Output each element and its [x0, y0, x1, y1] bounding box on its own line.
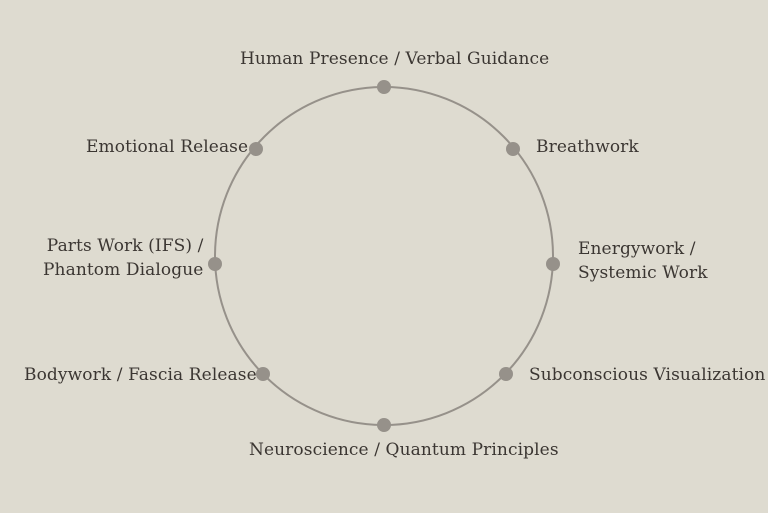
- node-label-breathwork: Breathwork: [536, 135, 639, 159]
- node-label-line: Breathwork: [536, 137, 639, 157]
- node-dot-human-presence: [377, 80, 391, 94]
- node-label-line: Parts Work (IFS) /: [46, 236, 204, 256]
- node-label-line: Human Presence / Verbal Guidance: [240, 49, 550, 69]
- node-dot-parts-work: [208, 257, 222, 271]
- node-label-line: Energywork /: [578, 239, 696, 259]
- node-dot-neuroscience: [377, 418, 391, 432]
- node-dot-breathwork: [506, 142, 520, 156]
- node-label-line: Bodywork / Fascia Release: [24, 365, 257, 385]
- node-dot-energywork: [546, 257, 560, 271]
- node-label-line: Neuroscience / Quantum Principles: [249, 440, 559, 460]
- node-label-neuroscience: Neuroscience / Quantum Principles: [249, 438, 559, 462]
- node-label-energywork: Energywork / Systemic Work: [578, 237, 708, 285]
- node-label-line: Emotional Release: [86, 137, 249, 157]
- node-label-line: Phantom Dialogue: [43, 260, 204, 280]
- node-label-line: Subconscious Visualization: [529, 365, 766, 385]
- node-dot-subconscious-visualization: [499, 367, 513, 381]
- node-label-line: Systemic Work: [578, 263, 708, 283]
- node-label-bodywork: Bodywork / Fascia Release: [24, 363, 257, 387]
- node-label-emotional-release: Emotional Release: [86, 135, 248, 159]
- node-label-subconscious-visualization: Subconscious Visualization: [529, 363, 765, 387]
- node-label-human-presence: Human Presence / Verbal Guidance: [240, 47, 549, 71]
- node-label-parts-work: Parts Work (IFS) / Phantom Dialogue: [43, 234, 203, 282]
- node-dot-bodywork: [256, 367, 270, 381]
- node-dot-emotional-release: [249, 142, 263, 156]
